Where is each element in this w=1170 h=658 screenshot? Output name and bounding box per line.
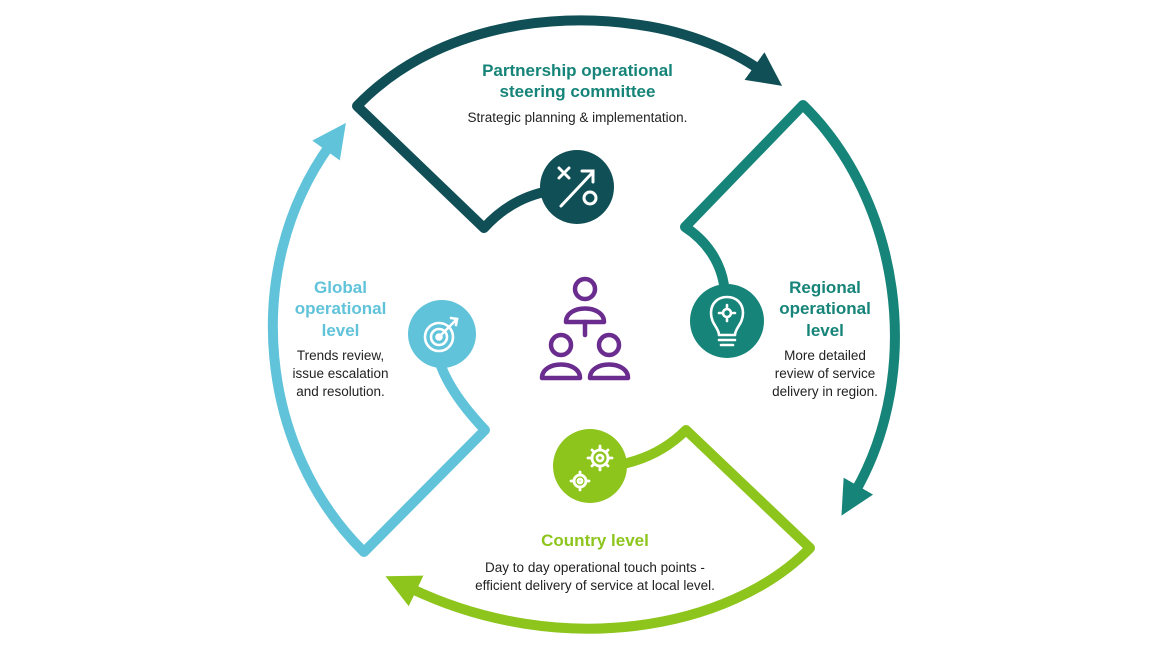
committee-title: Partnership operational steering committ… [482, 61, 673, 102]
committee-description: Strategic planning & implementation. [467, 109, 688, 125]
regional-cycle-arrow [680, 100, 900, 516]
lightbulb-gear-icon [690, 284, 764, 358]
global-cycle-arrow [267, 122, 490, 557]
committee-cycle-arrow [352, 15, 783, 233]
gears-icon [553, 429, 627, 503]
country-label: Country level Day to day operational tou… [450, 530, 740, 596]
country-title: Country level [541, 531, 649, 550]
committee-label: Partnership operational steering committ… [430, 60, 725, 127]
hierarchy-people-icon [539, 276, 631, 381]
strategy-x-arrow-o-icon [540, 150, 614, 224]
regional-description: More detailed review of service delivery… [772, 347, 878, 400]
country-description: Day to day operational touch points - ef… [475, 560, 715, 594]
regional-title: Regional operational level [779, 278, 871, 340]
regional-label: Regional operational level More detailed… [760, 277, 890, 401]
country-cycle-arrow [385, 425, 815, 634]
global-title: Global operational level [294, 278, 387, 340]
global-description: Trends review, issue escalation and reso… [292, 347, 389, 400]
global-label: Global operational level Trends review, … [278, 277, 403, 401]
target-icon [408, 300, 476, 368]
